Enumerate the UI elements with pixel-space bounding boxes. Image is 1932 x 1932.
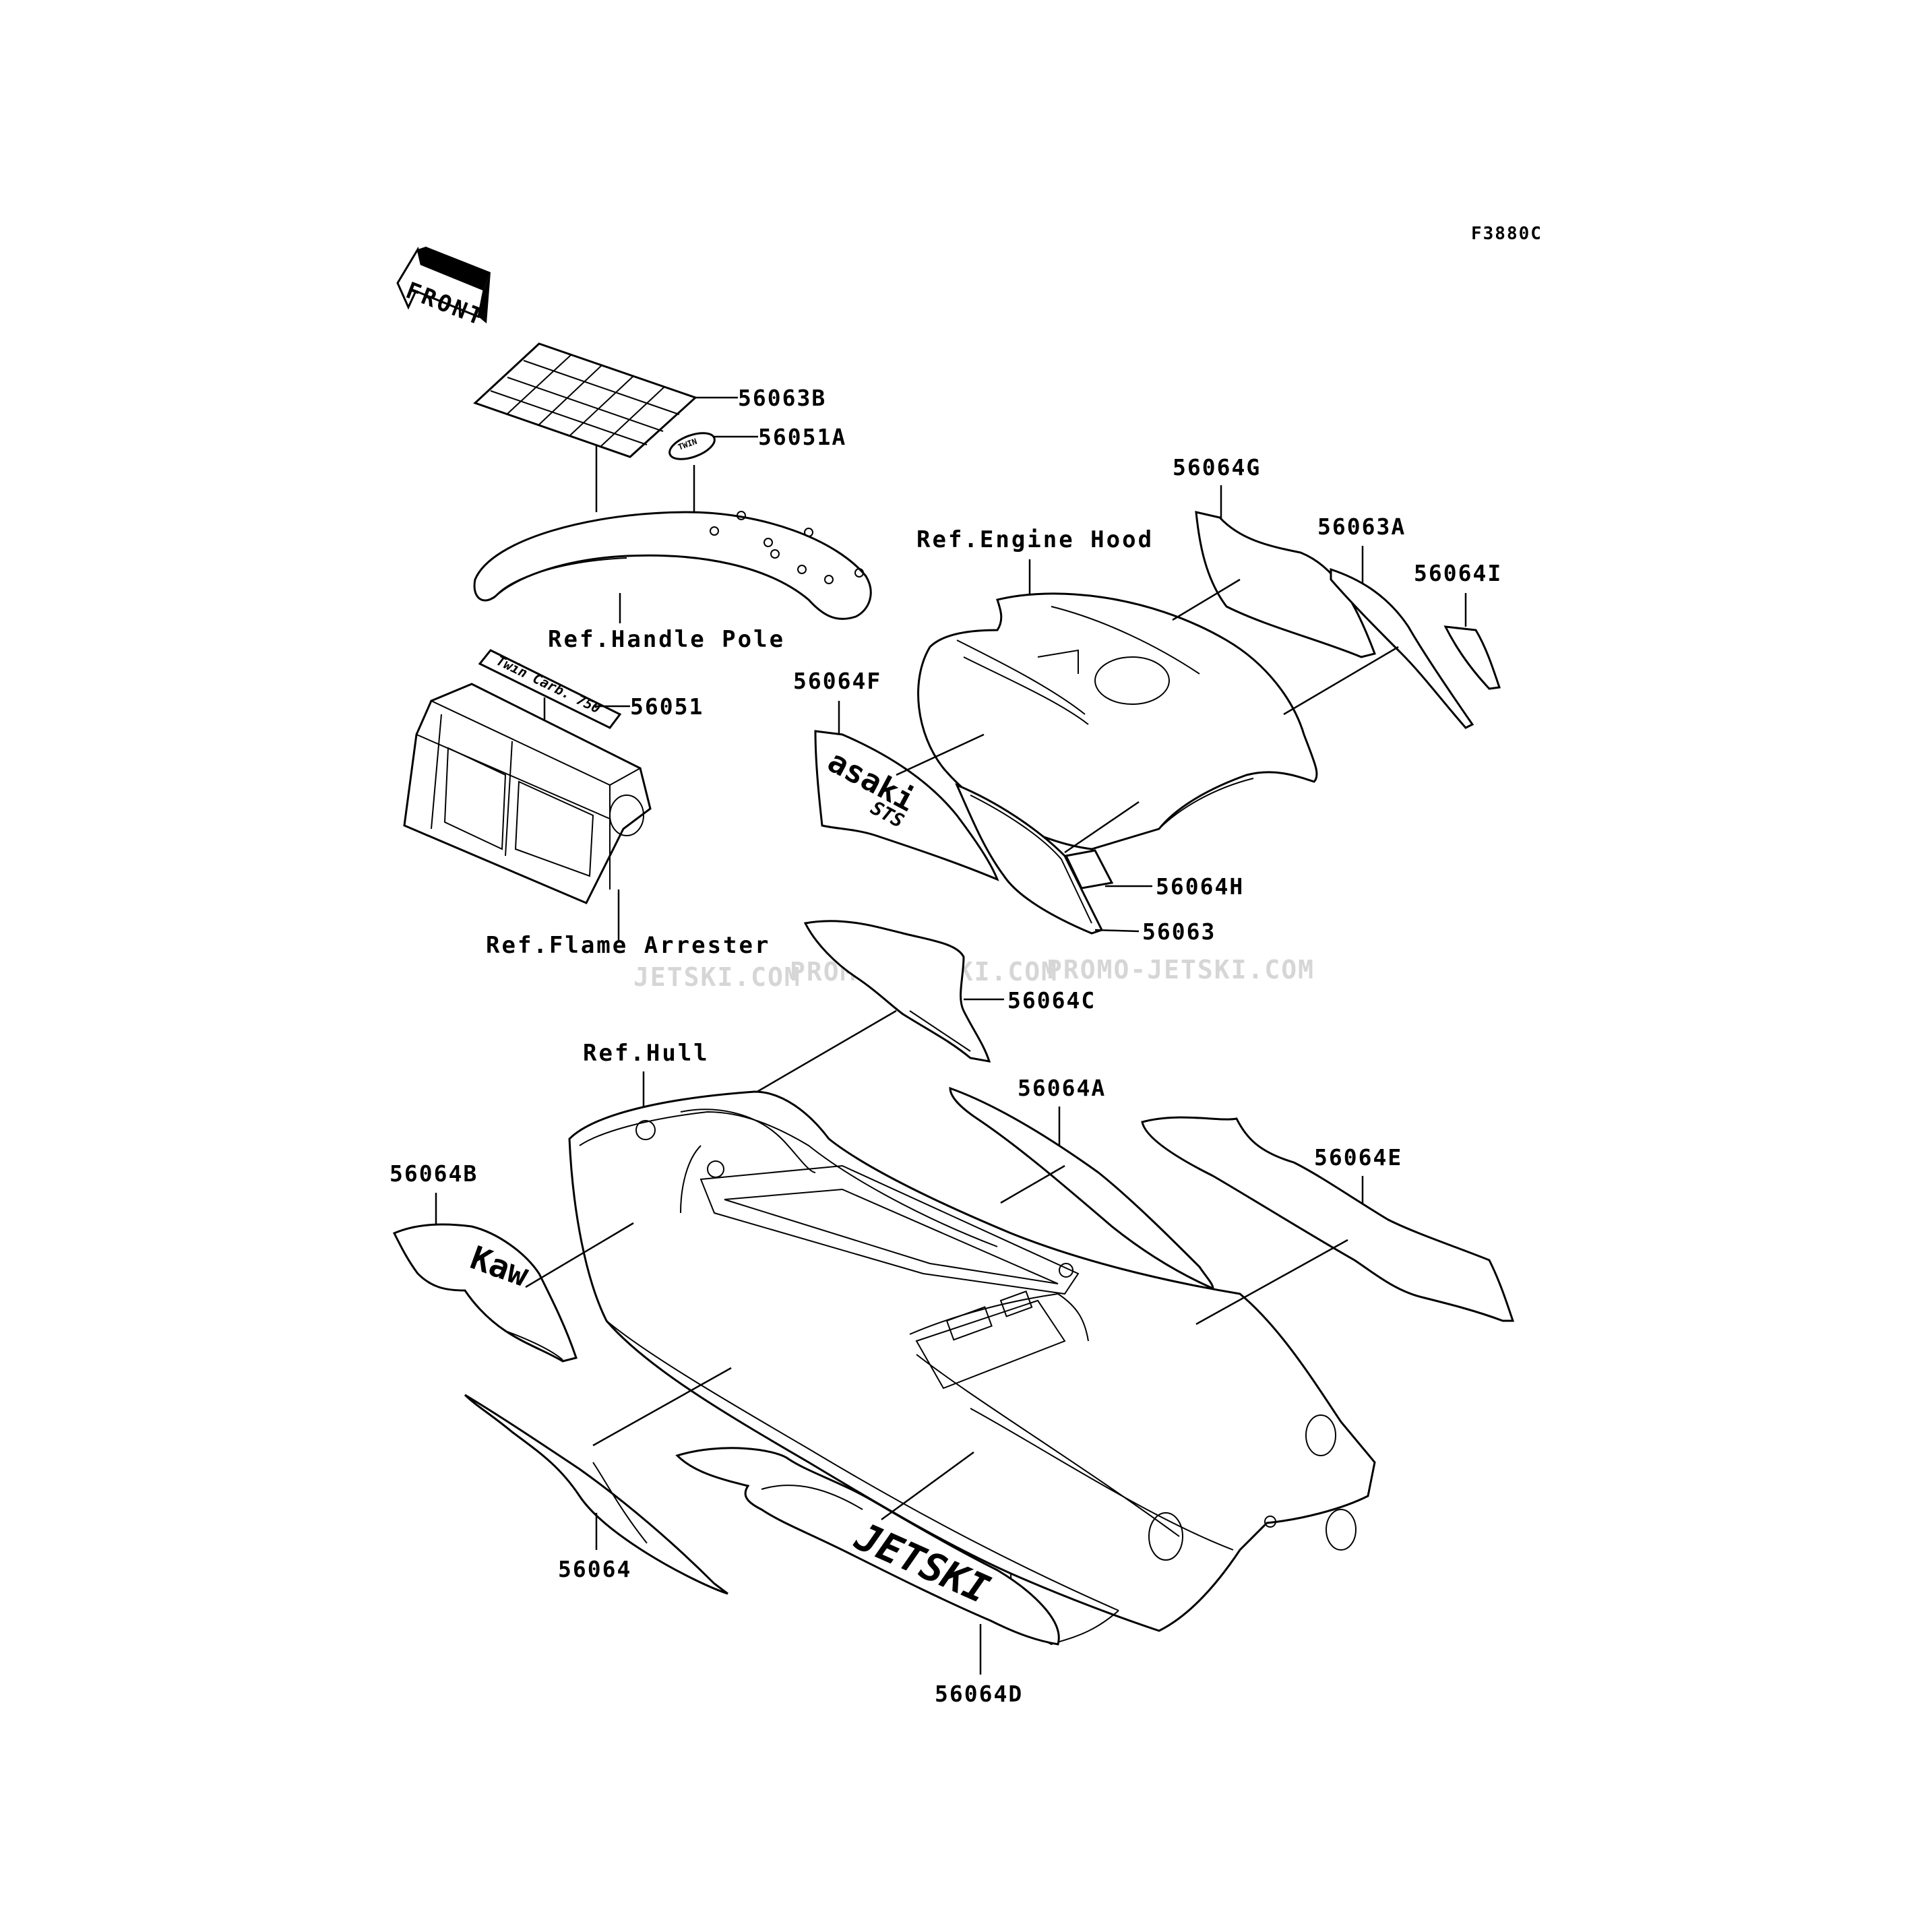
label-56064: 56064 [558, 1556, 631, 1582]
label-56063: 56063 [1142, 918, 1216, 945]
decal-56064G[interactable] [1195, 511, 1376, 658]
label-ref-flame-arrester: Ref.Flame Arrester [486, 932, 770, 959]
label-ref-hull: Ref.Hull [583, 1040, 710, 1067]
decal-56063B[interactable] [473, 342, 697, 458]
label-56064E: 56064E [1314, 1144, 1402, 1171]
label-56064B: 56064B [389, 1160, 478, 1187]
label-56064H: 56064H [1156, 873, 1244, 900]
label-ref-handle-pole: Ref.Handle Pole [548, 626, 785, 653]
decal-56063A[interactable] [1330, 567, 1474, 729]
label-56064A: 56064A [1018, 1075, 1106, 1101]
decal-56064A[interactable] [949, 1086, 1214, 1290]
ref-engine-hood-part [917, 592, 1318, 850]
label-ref-engine-hood: Ref.Engine Hood [916, 526, 1154, 553]
label-56051A: 56051A [758, 424, 846, 450]
decal-56064H[interactable] [1064, 849, 1114, 890]
front-arrow-icon: FRONT [396, 247, 491, 332]
decal-56064E[interactable] [1141, 1116, 1515, 1322]
ref-hull-part [568, 1090, 1376, 1646]
label-56064C: 56064C [1007, 987, 1096, 1014]
label-56064F: 56064F [793, 668, 881, 694]
decal-56051A[interactable]: TWIN [666, 428, 718, 464]
label-56064D: 56064D [935, 1681, 1023, 1707]
label-56063B: 56063B [738, 385, 826, 411]
decal-56064B[interactable]: Kaw [392, 1223, 578, 1363]
decal-56064I[interactable] [1443, 625, 1501, 690]
decal-56064[interactable] [464, 1394, 728, 1595]
decal-56064C[interactable] [803, 920, 991, 1063]
watermark-right: PROMO-JETSKI.COM [1047, 955, 1315, 985]
ref-handle-pole-part [473, 511, 872, 620]
ref-flame-arrester-part [403, 683, 652, 904]
label-56063A: 56063A [1317, 513, 1406, 540]
diagram-code: F3880C [1471, 224, 1543, 244]
decal-56063[interactable] [955, 783, 1104, 935]
watermark-left: JETSKI.COM [633, 962, 801, 992]
label-56051: 56051 [630, 693, 704, 720]
label-56064G: 56064G [1173, 454, 1261, 480]
label-56064I: 56064I [1414, 560, 1502, 586]
